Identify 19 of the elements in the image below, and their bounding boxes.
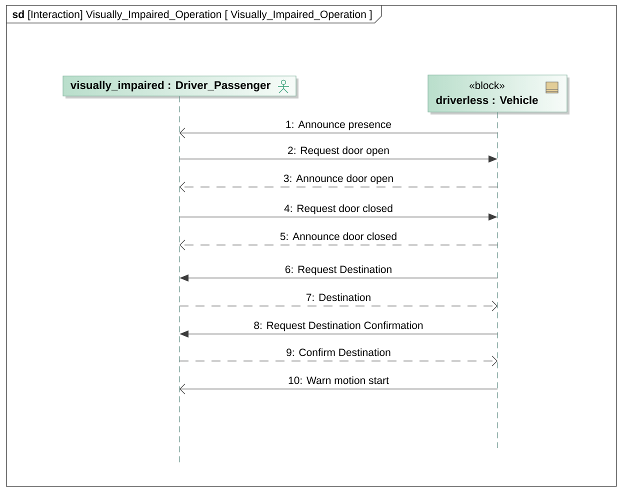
- message-label: 3: Announce door open: [282, 173, 395, 186]
- message-arrow: [180, 182, 498, 192]
- message-arrow: [179, 356, 498, 366]
- message-arrow: [180, 240, 498, 250]
- message-label: 8: Request Destination Confirmation: [252, 320, 424, 332]
- message-label: 2: Request door open: [286, 145, 390, 158]
- lifeline-head: visually_impaired : Driver_Passenger: [62, 76, 298, 98]
- message-label: 9: Confirm Destination: [285, 347, 392, 358]
- message-label: 4: Request door closed: [283, 203, 394, 216]
- message-label: 7: Destination: [304, 292, 372, 302]
- message-label: 6: Request Destination: [284, 264, 394, 276]
- message-arrow: [180, 128, 498, 138]
- message-label: 1: Announce presence: [284, 120, 393, 132]
- message-arrow: [180, 384, 498, 394]
- frame-tab: sd [Interaction] Visually_Impaired_Operation [ Visually_Impaired_Operation ]: [6, 4, 382, 24]
- lifeline-head: «block» driverless : Vehicle: [428, 74, 570, 114]
- message-label: 5: Announce door closed: [278, 231, 398, 242]
- message-label: 10: Warn motion start: [287, 375, 390, 386]
- message-arrow: [179, 300, 498, 312]
